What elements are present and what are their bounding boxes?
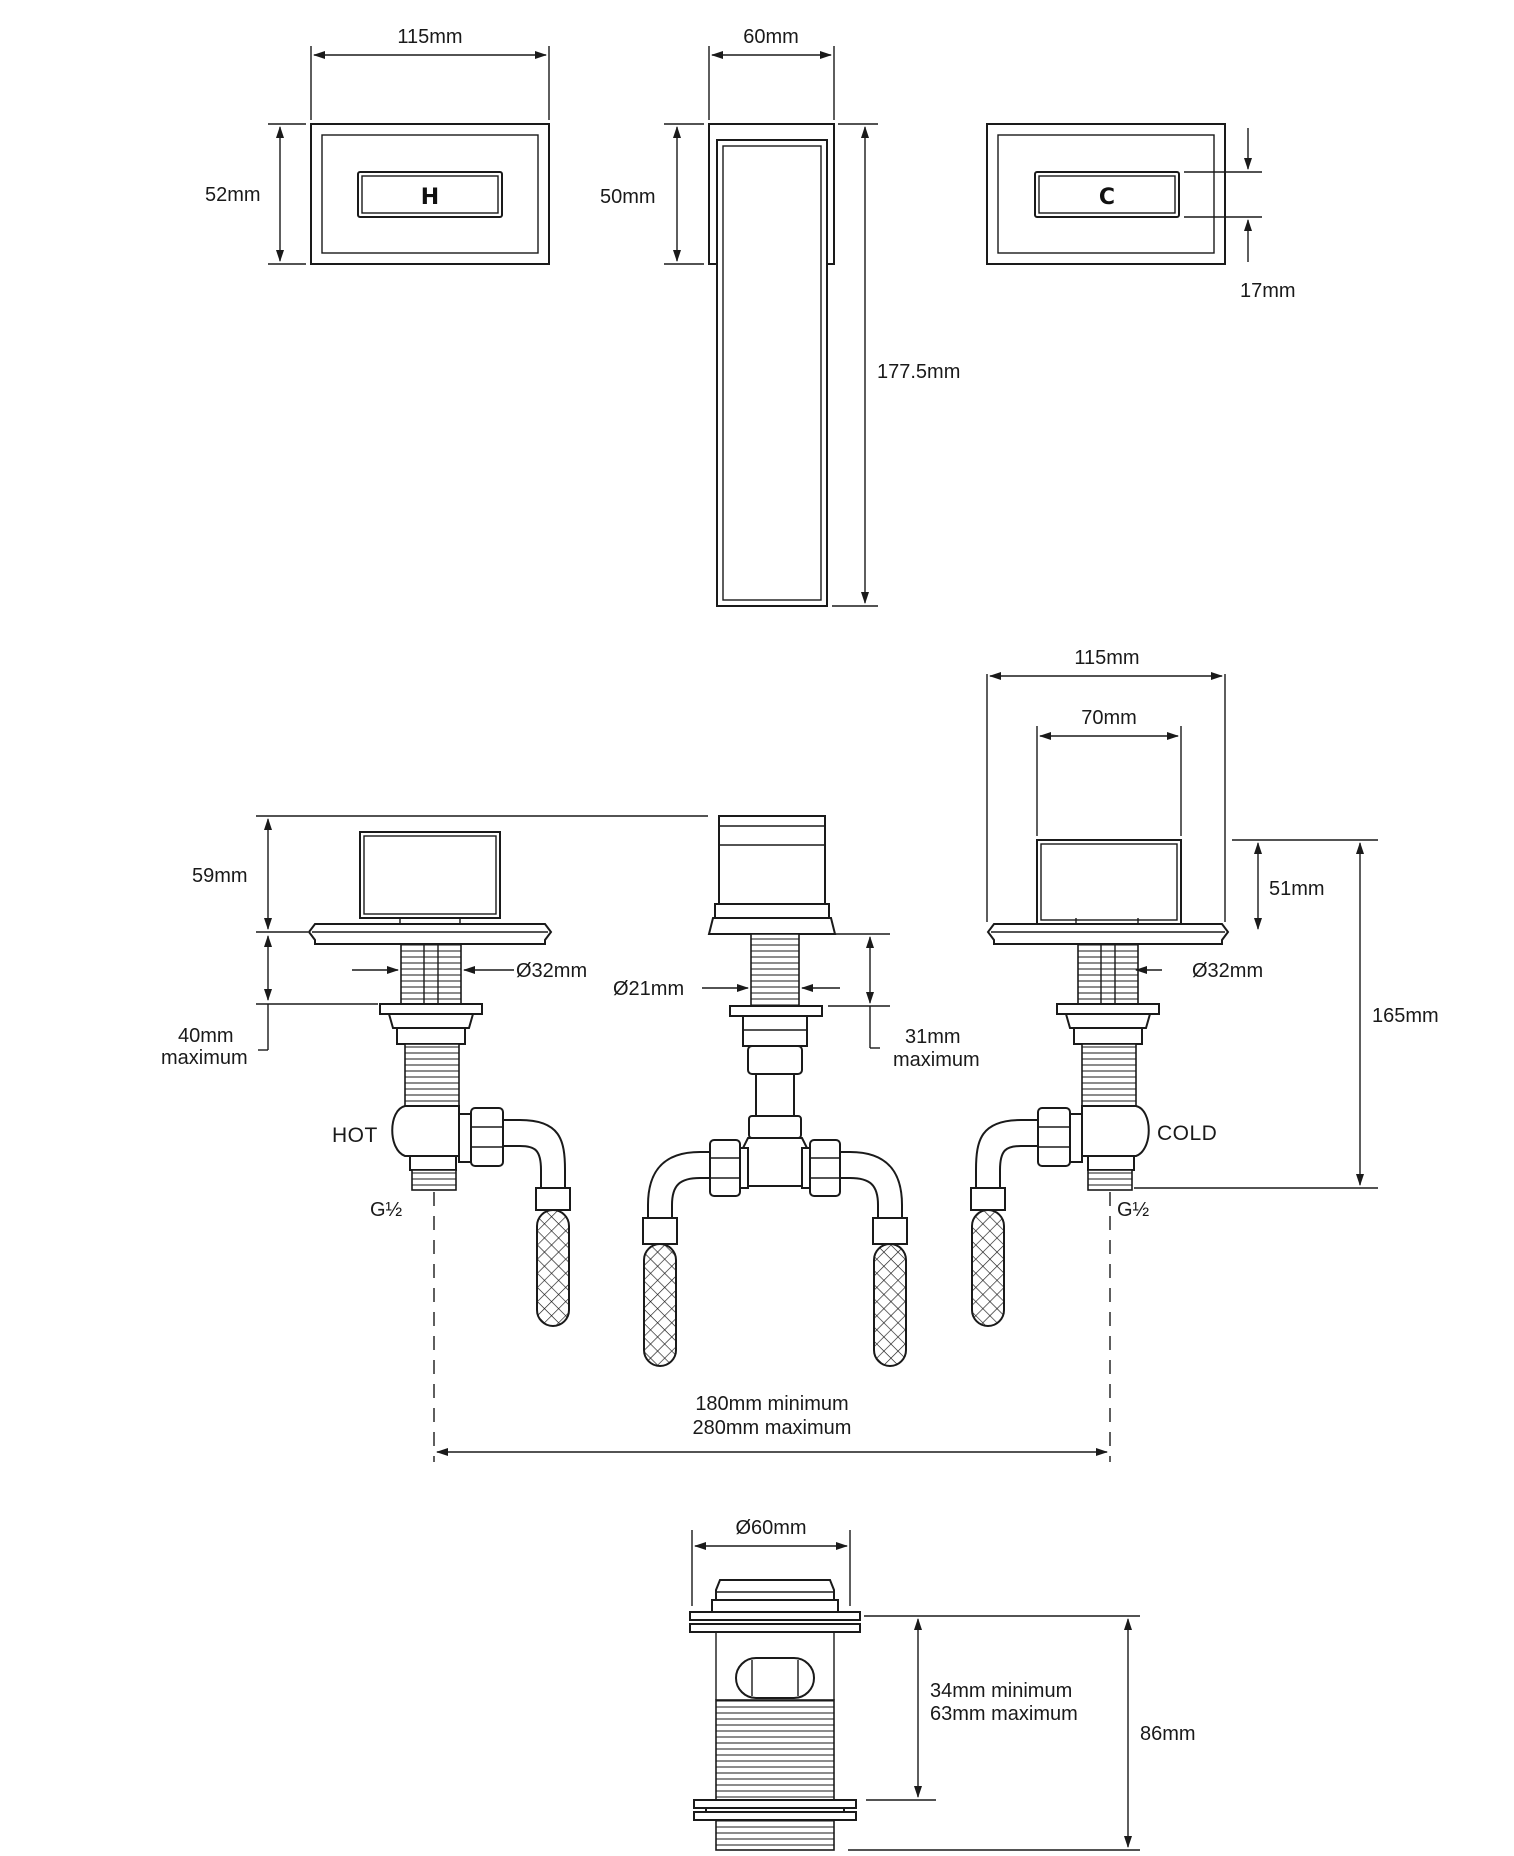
waste-diameter-label: Ø60mm bbox=[735, 1517, 806, 1539]
spout-shank-diameter-label: Ø21mm bbox=[613, 978, 684, 1000]
hot-handle-label: H bbox=[421, 185, 439, 210]
hot-deck-thickness-note: maximum bbox=[161, 1047, 248, 1069]
waste-grip-max-label: 63mm maximum bbox=[930, 1703, 1078, 1725]
hot-label: HOT bbox=[332, 1124, 378, 1147]
cold-handle-label: C bbox=[1099, 185, 1115, 210]
hot-connection-label: G½ bbox=[370, 1199, 403, 1221]
cold-shank-diameter-label: Ø32mm bbox=[1192, 960, 1263, 982]
total-height-label: 165mm bbox=[1372, 1005, 1439, 1027]
spout-deck-thickness-label: 31mm bbox=[905, 1026, 961, 1048]
cold-connection-label: G½ bbox=[1117, 1199, 1150, 1221]
waste-assembly: Ø60mm 34mm minimum 63mm maximum 86mm bbox=[689, 1517, 1196, 1851]
spout-height-label: 50mm bbox=[600, 186, 656, 208]
cold-valve bbox=[970, 839, 1230, 1327]
hot-handle-width-label: 115mm bbox=[397, 26, 462, 48]
side-handle-width-label: 115mm bbox=[1074, 647, 1139, 669]
side-view: 59mm 40mm maximum Ø32mm Ø21mm 31mm maxim… bbox=[161, 647, 1439, 1462]
hot-shank-diameter-label: Ø32mm bbox=[516, 960, 587, 982]
top-view-spout: 60mm 50mm 177.5mm bbox=[600, 26, 960, 607]
spout-length-label: 177.5mm bbox=[877, 361, 960, 383]
top-view-cold-handle: C 17mm bbox=[986, 123, 1296, 302]
hot-valve bbox=[307, 831, 571, 1327]
centres-max-label: 280mm maximum bbox=[693, 1417, 852, 1439]
spout-assembly bbox=[642, 815, 908, 1367]
hot-handle-height-label: 59mm bbox=[192, 865, 248, 887]
spout-width-label: 60mm bbox=[743, 26, 799, 48]
centres-min-label: 180mm minimum bbox=[695, 1393, 848, 1415]
hot-deck-thickness-label: 40mm bbox=[178, 1025, 234, 1047]
cold-button-height-label: 17mm bbox=[1240, 280, 1296, 302]
hot-handle-height-label: 52mm bbox=[205, 184, 261, 206]
side-button-width-label: 70mm bbox=[1081, 707, 1137, 729]
cold-label: COLD bbox=[1157, 1122, 1217, 1145]
top-view-hot-handle: H 115mm 52mm bbox=[205, 26, 550, 265]
waste-height-label: 86mm bbox=[1140, 1723, 1196, 1745]
waste-grip-min-label: 34mm minimum bbox=[930, 1680, 1072, 1702]
cold-handle-height-label: 51mm bbox=[1269, 878, 1325, 900]
spout-deck-thickness-note: maximum bbox=[893, 1049, 980, 1071]
